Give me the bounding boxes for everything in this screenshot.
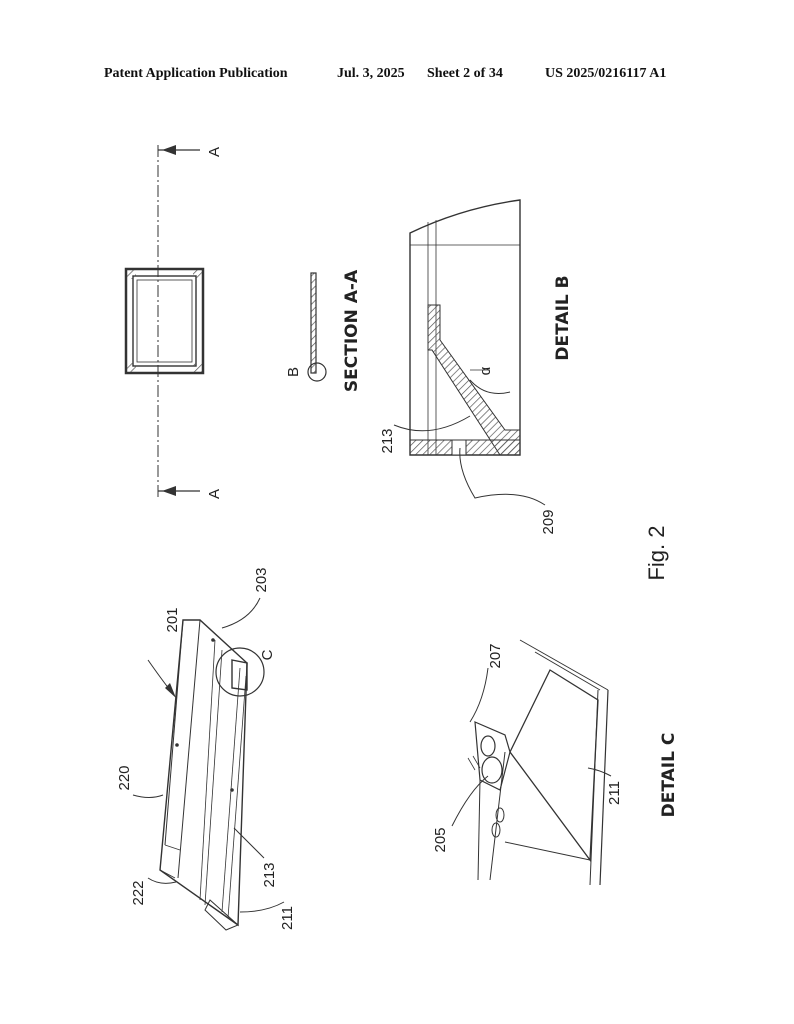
ref-211-detail-c: 211 [606,781,623,805]
detail-c-marker: C [259,649,276,660]
frame-outline [124,267,205,375]
hole [480,735,496,757]
detail-b-title: DETAIL B [553,275,573,360]
detail-b-outline [409,199,521,456]
ref-205: 205 [432,827,449,852]
ref-209: 209 [540,509,557,534]
figure-label: Fig. 2 [644,525,669,580]
ref-220: 220 [116,765,133,790]
ref-203: 203 [253,567,270,592]
arrow-icon [165,683,176,698]
header-pub-number: US 2025/0216117 A1 [545,66,667,81]
ref-207: 207 [487,643,504,668]
hole [495,807,505,823]
section-a-a-view [124,145,327,500]
detail-c-view [467,639,609,886]
section-marker-top: A [206,147,223,157]
ref-201: 201 [164,607,181,632]
header-sheet: Sheet 2 of 34 [427,66,503,81]
hole-205 [481,756,503,784]
detail-c-title: DETAIL C [659,733,679,818]
ref-211-frame: 211 [279,906,296,930]
header-date: Jul. 3, 2025 [337,66,405,81]
header-publication: Patent Application Publication [104,66,288,81]
section-marker-bottom: A [206,489,223,499]
angle-label: α [477,366,494,375]
leader-209 [459,447,546,506]
ref-213-detail-b: 213 [379,428,396,453]
ref-213-frame: 213 [261,862,278,887]
arrow-icon [162,486,176,496]
arrow-icon [162,145,176,155]
block-211 [509,669,599,862]
detail-b-circle [307,362,327,382]
ref-222: 222 [130,880,147,905]
detail-b-view [409,199,521,456]
detail-c-circle [215,647,265,697]
frame-perspective-view [159,619,265,931]
leader-213-b [393,415,471,432]
section-title: SECTION A-A [342,269,362,392]
frame-outer [159,619,248,927]
section-strip [310,272,317,374]
hole [491,822,501,838]
detail-b-marker: B [285,367,302,377]
